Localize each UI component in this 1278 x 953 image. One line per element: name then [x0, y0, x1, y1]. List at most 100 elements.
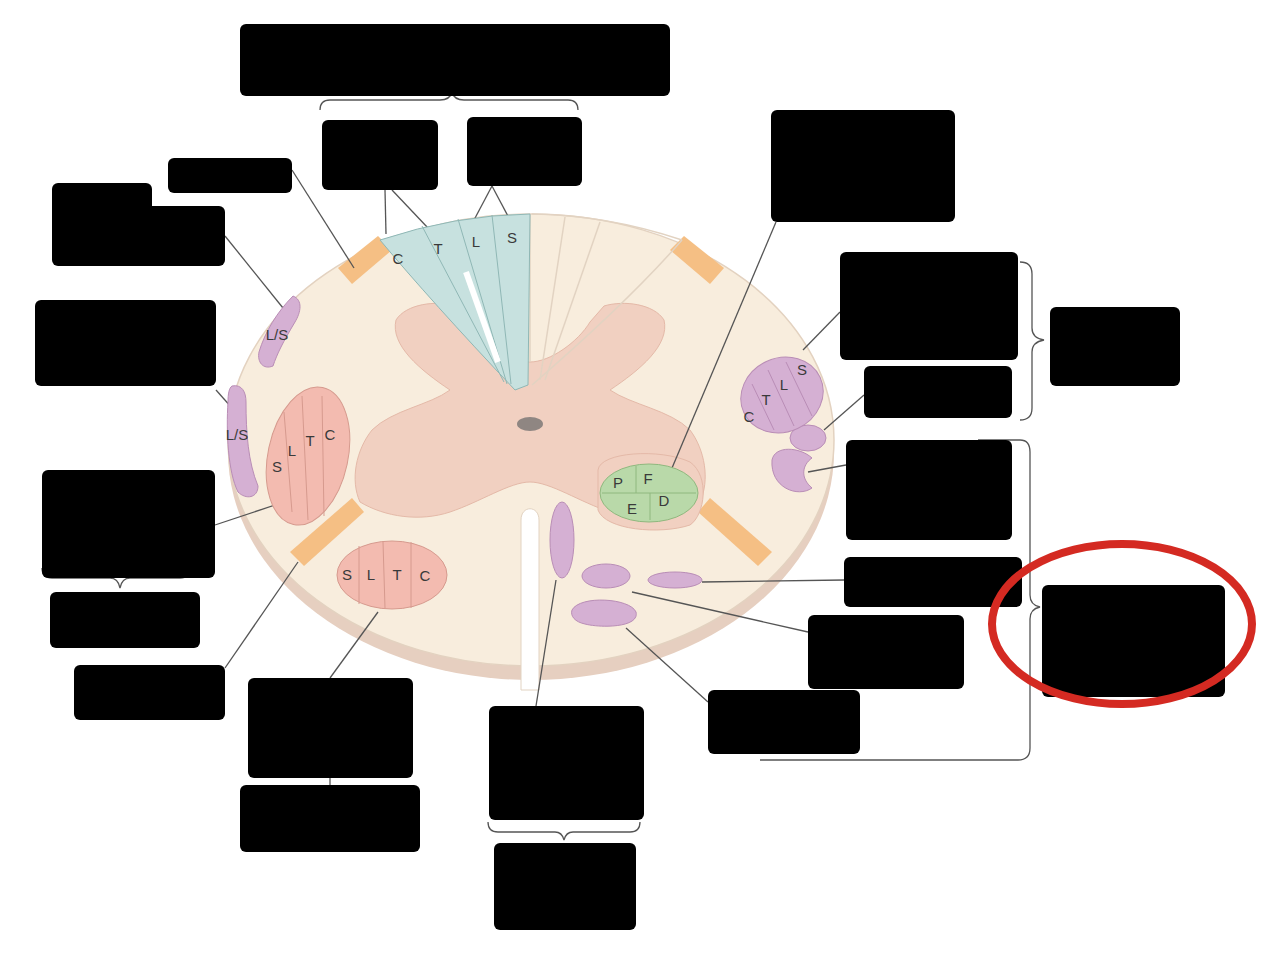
segment-letter: D [659, 493, 670, 508]
leader-lines-part [672, 222, 776, 468]
redaction-boxes-part [467, 117, 582, 186]
leader-lines-part [225, 236, 283, 308]
segment-letter: E [627, 501, 637, 516]
leader-lines-part [824, 395, 864, 430]
segment-letter: L [472, 234, 480, 249]
motor-nuclei: P FE D [598, 462, 700, 524]
redaction-boxes-part [42, 470, 215, 578]
redaction-boxes-part [771, 110, 955, 222]
leader-lines-part [330, 612, 378, 678]
segment-letter: L [288, 443, 296, 458]
region-shape [259, 296, 300, 367]
purple-tracts-part [550, 502, 574, 578]
region-shape [728, 344, 835, 447]
redaction-boxes-part [708, 690, 860, 754]
orange-tracts-part [698, 498, 772, 566]
segment-letter: S [342, 567, 352, 582]
segment-letter: S [507, 230, 517, 245]
leader-lines-part [702, 580, 844, 582]
region-shape [600, 464, 698, 522]
redaction-boxes-part [846, 440, 1012, 540]
region-shape [359, 542, 411, 608]
leader-lines-part [225, 562, 298, 668]
region-shape [380, 214, 530, 390]
leader-lines-part [385, 190, 386, 234]
leader-lines-part [474, 186, 492, 220]
region-outline [335, 538, 449, 612]
redaction-boxes-part [35, 300, 216, 386]
leader-lines-part [1020, 262, 1044, 420]
redaction-boxes-part [248, 678, 413, 778]
region-shape [752, 362, 812, 430]
purple-tracts-part [772, 449, 812, 492]
segment-letter: L/S [266, 327, 289, 342]
right-dorsal-column-outline-part [545, 222, 600, 380]
redaction-boxes-part [494, 843, 636, 930]
region-shape [254, 379, 361, 533]
segment-letter: C [393, 251, 404, 266]
right-dorsal-column-outline-part [532, 240, 682, 385]
segment-letter: L [367, 567, 375, 582]
region-shape [466, 272, 498, 362]
region-shape [422, 215, 511, 384]
redaction-boxes-part [1050, 307, 1180, 386]
redaction-boxes-part [1042, 585, 1225, 697]
segment-letter: L/S [226, 427, 249, 442]
right-dorsal-column-outline [532, 214, 682, 385]
redaction-boxes-part [168, 158, 292, 193]
redaction-boxes-part [864, 366, 1012, 418]
region-outline [224, 382, 262, 502]
region-outline [262, 382, 354, 530]
segment-letter: F [643, 471, 652, 486]
tract-region: L/S [255, 292, 305, 372]
leader-lines-part [626, 628, 708, 702]
redaction-boxes-part [50, 592, 200, 648]
redaction-boxes [35, 24, 1225, 930]
median-septum-fissure-part [521, 509, 539, 690]
redaction-boxes-part [52, 206, 225, 266]
leader-lines-part [329, 778, 330, 785]
segment-letter: T [433, 241, 442, 256]
purple-tracts-part [572, 600, 637, 626]
region-shape [284, 396, 324, 520]
leader-lines-part [392, 190, 428, 228]
leader-lines-part [803, 312, 840, 350]
segment-letter: S [272, 459, 282, 474]
redaction-boxes-part [74, 665, 225, 720]
tract-region: CTLS [738, 354, 826, 436]
tract-region: SLTC [262, 382, 354, 530]
purple-tracts-part [648, 572, 702, 588]
tract-region: L/S [224, 382, 262, 502]
segment-letter: T [305, 433, 314, 448]
right-dorsal-column-outline-part [540, 217, 565, 380]
redaction-boxes-part [322, 120, 438, 190]
purple-tracts [550, 425, 826, 626]
redaction-boxes-part [240, 785, 420, 852]
dorsal-column: C T L S [378, 212, 532, 394]
right-dorsal-column-outline-part [532, 214, 682, 240]
region-shape [602, 466, 696, 520]
redaction-boxes-part [808, 615, 964, 689]
region-shape [337, 541, 447, 609]
segment-letter: C [744, 409, 755, 424]
purple-tracts-part [582, 564, 630, 588]
region-outline [738, 354, 826, 436]
segment-letter: T [761, 392, 770, 407]
segment-letter: L [780, 377, 788, 392]
tract-region: SL T C [335, 538, 449, 612]
redaction-boxes-part [240, 24, 670, 96]
segment-letter: T [392, 567, 401, 582]
highlight-ellipse [992, 544, 1252, 704]
orange-tracts-part [670, 236, 724, 284]
segment-letter: P [613, 475, 623, 490]
redaction-boxes-part [840, 252, 1018, 360]
leader-lines-part [488, 822, 640, 840]
grey-matter-part [517, 417, 543, 431]
leader-lines [42, 92, 1044, 840]
segment-letter: C [325, 427, 336, 442]
leader-lines-part [632, 592, 808, 632]
grey-matter-part [598, 454, 703, 530]
segment-letter: C [420, 568, 431, 583]
leader-lines-part [808, 465, 846, 472]
